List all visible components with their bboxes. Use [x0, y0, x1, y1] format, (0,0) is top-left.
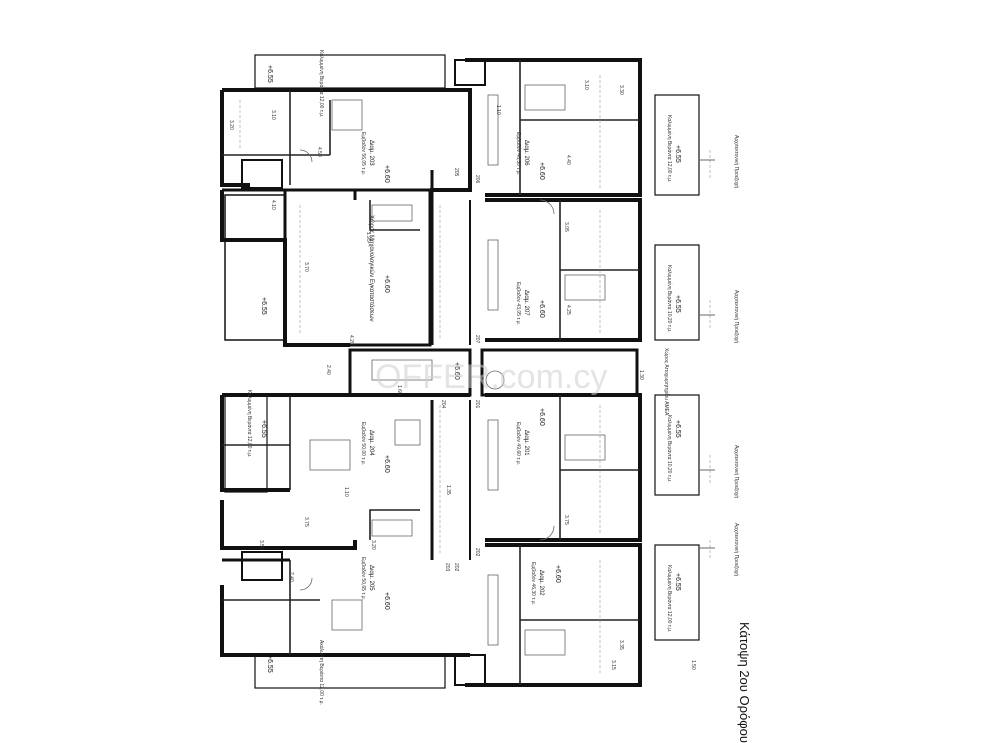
- elev-mech: +6.60: [383, 275, 390, 293]
- balcony-r3: Καλυμμένη Βεράντα 10,20 τ.μ.: [666, 415, 673, 482]
- dim-10: 3.50: [258, 540, 264, 550]
- facade-note-1: Αρχιτεκτονική Προεξοχή: [733, 135, 740, 188]
- elev-r4: +6.55: [674, 573, 681, 591]
- elev-201: +6.60: [538, 408, 545, 426]
- unit-tags: 205 206 207 204 201 202 202 203: [440, 168, 480, 572]
- unit-tag-205: 205: [453, 168, 459, 177]
- plan-title: Κάτοψη 2ου Ορόφου: [737, 622, 752, 743]
- apt-205-name: Διαμ. 205: [368, 565, 374, 591]
- dim-5: 1.95: [365, 232, 371, 242]
- dim-17: 4.40: [565, 155, 571, 165]
- elev-bottom-balcony: +6.55: [266, 655, 273, 673]
- elev-r2: +6.55: [674, 295, 681, 313]
- dim-8: 2.40: [325, 365, 331, 375]
- facade-note-2: Αρχιτεκτονική Προεξοχή: [733, 290, 740, 343]
- unit-tag-204: 204: [440, 400, 446, 409]
- balcony-bottom-left: Ακάλυπτη Βεράντα 12,00 τ.μ.: [318, 640, 325, 705]
- dimension-lines: [239, 75, 711, 675]
- balcony-r2: Καλυμμένη Βεράντα 10,20 τ.μ.: [666, 265, 673, 332]
- unit-tag-203: 203: [444, 563, 450, 572]
- elev-206: +6.60: [538, 162, 545, 180]
- dimension-labels: 3.10 3.20 4.50 4.10 1.95 3.70 4.20 2.40 …: [228, 80, 696, 670]
- exterior-walls: [220, 54, 700, 689]
- balcony-r1: Καλυμμένη Βεράντα 12,00 τ.μ.: [666, 115, 673, 182]
- elev-204: +6.60: [383, 455, 390, 473]
- apt-202-name: Διαμ. 202: [538, 570, 544, 596]
- apt-207-area: Εμβαδόν 43,05 τ.μ.: [515, 282, 522, 325]
- balcony-r4: Καλυμμένη Βεράντα 12,00 τ.μ.: [666, 565, 673, 632]
- apt-201-name: Διαμ. 201: [523, 430, 529, 456]
- apt-203-name: Διαμ. 203: [368, 140, 374, 166]
- unit-tag-202a: 202: [474, 548, 480, 557]
- dim-1: 3.10: [270, 110, 276, 120]
- unit-tag-201: 201: [474, 400, 480, 409]
- dim-13: 1.10: [343, 487, 349, 497]
- apt-203-area: Εμβαδόν 56,05 τ.μ.: [360, 132, 367, 175]
- dim-16: 3.05: [563, 222, 569, 232]
- dim-20: 3.15: [610, 660, 616, 670]
- dim-19: 3.75: [563, 515, 569, 525]
- disabled-wc-label: Χώρος Αποχωρητηρίου ΑΜΕΑ: [663, 348, 670, 416]
- apt-204-name: Διαμ. 204: [368, 430, 374, 456]
- elev-202: +6.60: [554, 565, 561, 583]
- unit-tag-202b: 202: [453, 563, 459, 572]
- elevation-markers: +6.60 +6.60 +6.60 +6.60 +6.60 +6.60 +6.6…: [260, 65, 681, 673]
- dim-7: 4.20: [348, 335, 354, 345]
- unit-tag-207: 207: [474, 335, 480, 344]
- elev-left-balcony: +6.55: [260, 420, 267, 438]
- mech-room-label: Χώρος Μηχανολογικών Εγκαταστάσεων: [368, 215, 375, 322]
- apt-202-area: Εμβαδόν 46,30 τ.μ.: [530, 562, 537, 605]
- dim-21: 1.50: [690, 660, 696, 670]
- balcony-labels: Καλυμμένη Βεράντα 12,00 τ.μ. Ακάλυπτη Βε…: [246, 50, 673, 705]
- elev-207: +6.60: [538, 300, 545, 318]
- dim-15: 1.35: [445, 485, 451, 495]
- apt-204-area: Εμβαδόν 50,00 τ.μ.: [360, 422, 367, 465]
- elev-r1: +6.55: [674, 145, 681, 163]
- dim-2: 3.20: [228, 120, 234, 130]
- elev-core: +6.60: [453, 362, 460, 380]
- dim-3: 4.50: [316, 147, 322, 157]
- facade-leaders: [700, 159, 715, 549]
- dim-4: 4.10: [270, 200, 276, 210]
- dim-18: 4.25: [565, 305, 571, 315]
- balcony-top-left: Καλυμμένη Βεράντα 12,00 τ.μ.: [318, 50, 325, 117]
- dim-9: 1.60: [396, 385, 402, 395]
- facade-notes: Αρχιτεκτονική Προεξοχή Αρχιτεκτονική Προ…: [733, 135, 740, 576]
- dim-12: 3.20: [370, 540, 376, 550]
- apt-205-area: Εμβαδόν 50,65 τ.μ.: [360, 557, 367, 600]
- facade-note-3: Αρχιτεκτονική Προεξοχή: [733, 445, 740, 498]
- elev-203: +6.60: [383, 165, 390, 183]
- elev-top-balcony: +6.55: [266, 65, 273, 83]
- dim-23: 1.10: [495, 105, 501, 115]
- furniture-sketches: [299, 84, 606, 656]
- elev-left-balcony-mid: +6.55: [260, 297, 267, 315]
- apt-206-name: Διαμ. 206: [523, 140, 529, 166]
- dim-26: 3.35: [618, 640, 624, 650]
- dim-11: 3.75: [303, 517, 309, 527]
- apartment-labels: Διαμ. 203 Εμβαδόν 56,05 τ.μ. Διαμ. 206 Ε…: [360, 132, 670, 605]
- unit-tag-206: 206: [474, 175, 480, 184]
- dim-6: 3.70: [303, 262, 309, 272]
- dim-14: 2.40: [288, 572, 294, 582]
- dim-24: 3.30: [618, 85, 624, 95]
- elev-r3: +6.55: [674, 420, 681, 438]
- dim-22: 1.30: [638, 370, 644, 380]
- apt-206-area: Εμβαδόν 46,30 τ.μ.: [515, 132, 522, 175]
- watermark-text: OFFER.com.cy: [375, 358, 607, 396]
- apt-201-area: Εμβαδόν 49,60 τ.μ.: [515, 422, 522, 465]
- elev-205: +6.60: [383, 592, 390, 610]
- balcony-mid-left: Καλυμμένη Βεράντα 12,00 τ.μ.: [246, 390, 253, 457]
- facade-note-4: Αρχιτεκτονική Προεξοχή: [733, 523, 740, 576]
- apt-207-name: Διαμ. 207: [523, 290, 529, 316]
- dim-25: 3.10: [583, 80, 589, 90]
- plan-title-group: Κάτοψη 2ου Ορόφου: [737, 622, 752, 743]
